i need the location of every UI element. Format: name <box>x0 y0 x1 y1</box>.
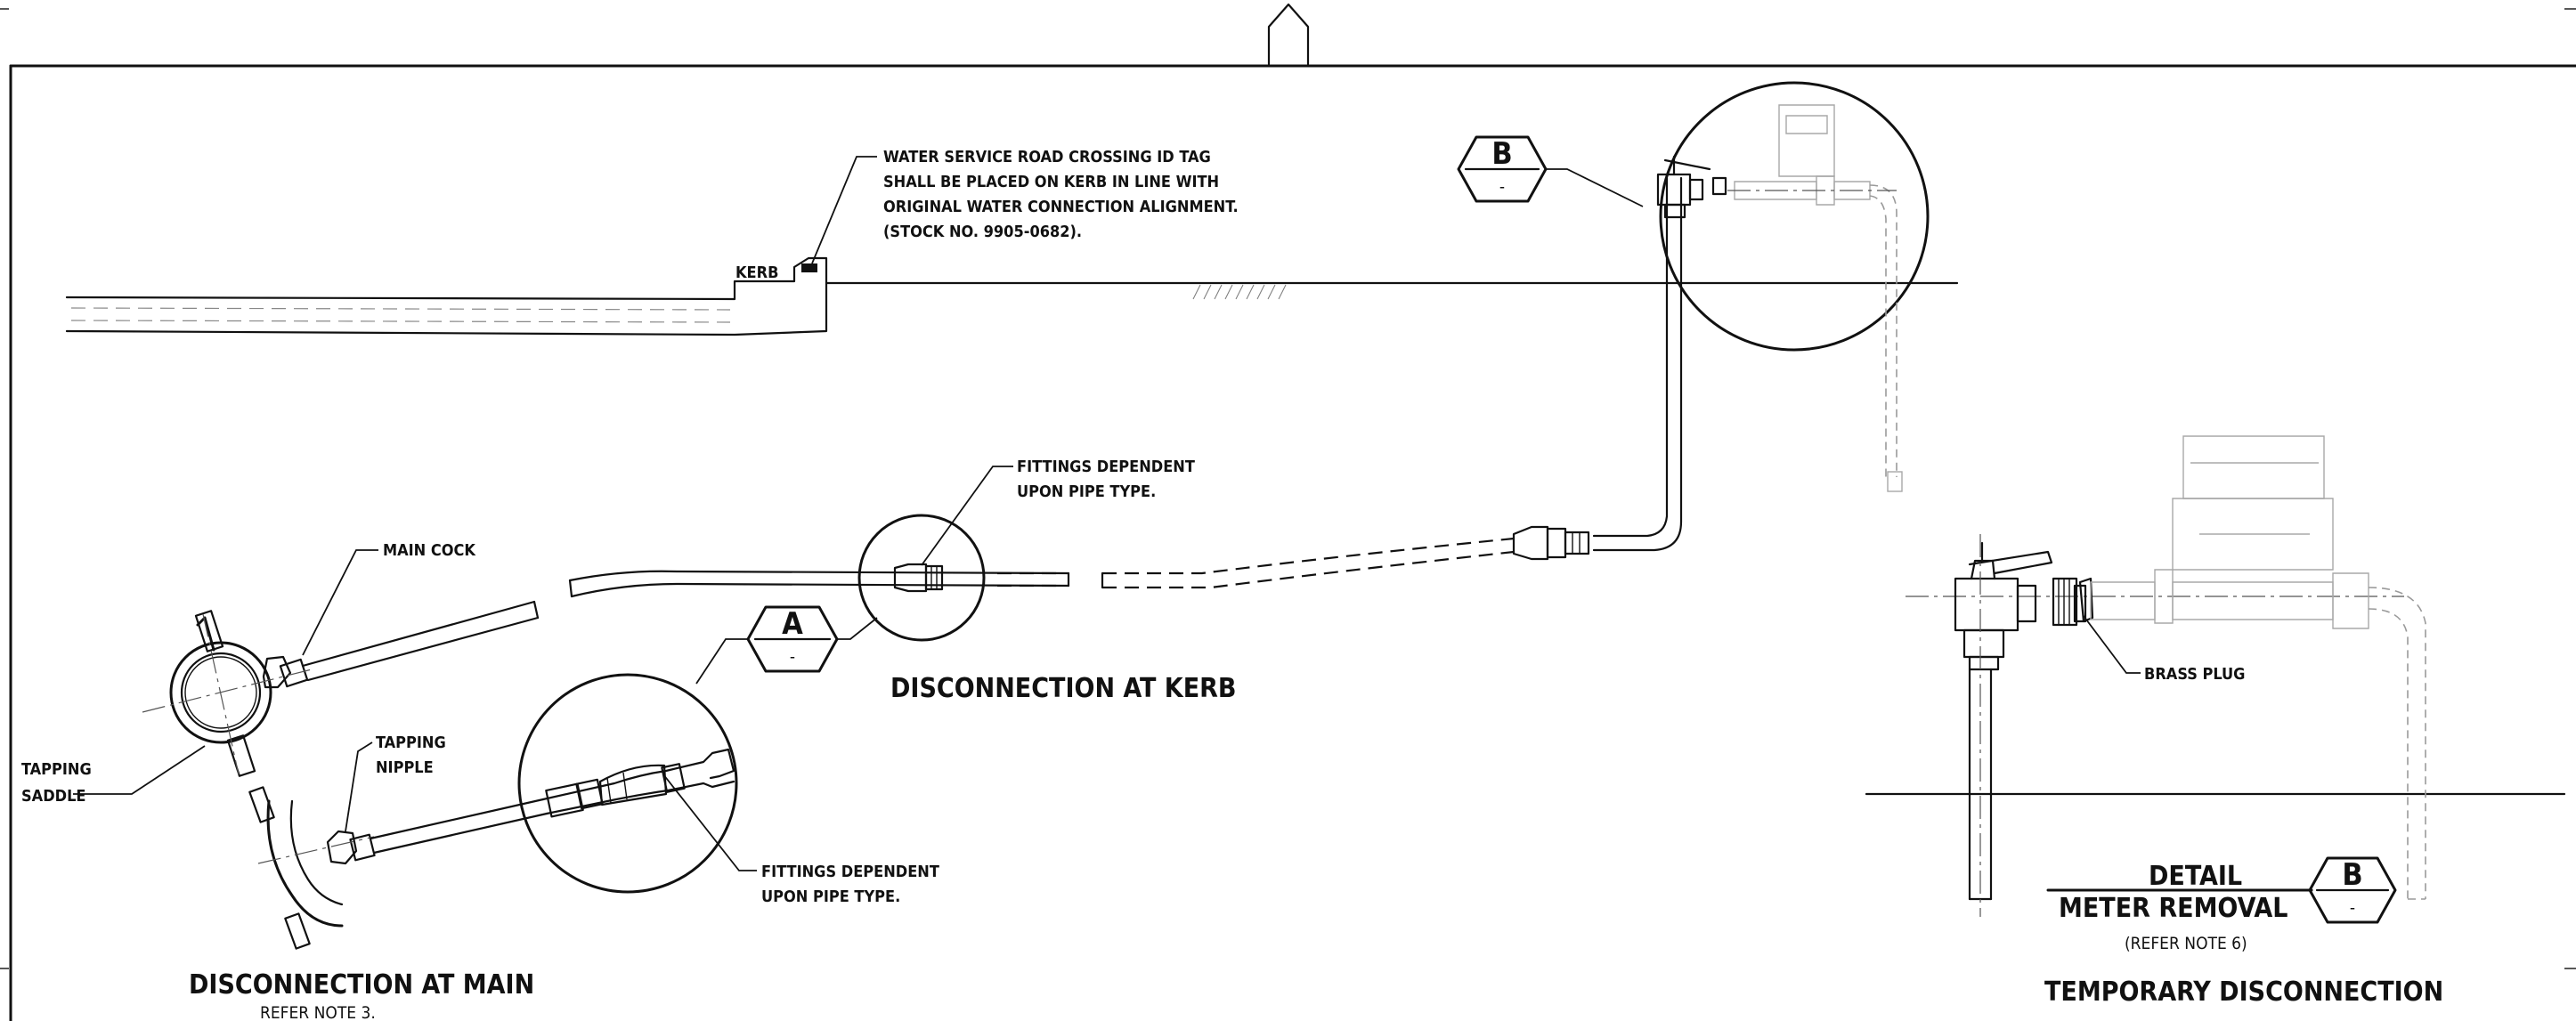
title-disconnection-main: DISCONNECTION AT MAIN <box>189 969 534 1001</box>
svg-text:FITTINGS DEPENDENT: FITTINGS DEPENDENT <box>1017 458 1195 476</box>
tapping-saddle-label: TAPPING SADDLE <box>21 760 92 806</box>
brass-plug-label: BRASS PLUG <box>2144 665 2245 684</box>
main-saddle-top <box>142 610 313 777</box>
detail-a-ref: - <box>790 647 795 667</box>
meter-removal-detail <box>1865 435 2566 917</box>
kerb-fitting-detail <box>857 514 986 642</box>
detail-b-top-letter: B <box>1491 136 1512 172</box>
title-meter-removal: METER REMOVAL <box>2059 893 2288 924</box>
tapping-nipple-label: TAPPING NIPPLE <box>376 733 446 777</box>
title-detail-word: DETAIL <box>2149 861 2242 892</box>
svg-text:(STOCK NO. 9905-0682).: (STOCK NO. 9905-0682). <box>883 223 1082 241</box>
svg-text:SHALL BE PLACED ON KERB IN LIN: SHALL BE PLACED ON KERB IN LINE WITH <box>883 173 1219 191</box>
main-saddle-bottom <box>248 786 376 950</box>
fittings-bottom-leader <box>662 774 757 871</box>
svg-text:ORIGINAL WATER CONNECTION ALIG: ORIGINAL WATER CONNECTION ALIGNMENT. <box>883 198 1239 216</box>
kerb-label: KERB <box>735 263 778 282</box>
service-pipe-kerb <box>568 176 1683 598</box>
main-refer-note: REFER NOTE 3. <box>260 1003 376 1021</box>
title-disconnection-kerb: DISCONNECTION AT KERB <box>890 673 1237 704</box>
svg-text:TAPPING: TAPPING <box>376 733 446 752</box>
main-cock-label: MAIN COCK <box>383 541 476 560</box>
detail-a-letter: A <box>782 606 803 642</box>
kerb-tag-leader <box>811 156 877 264</box>
detail-a-marker: A - <box>695 605 878 685</box>
pipe-union-fitting <box>1512 525 1590 561</box>
tapping-saddle-leader <box>73 745 206 795</box>
fittings-top-leader <box>921 466 1013 566</box>
tapping-nipple-leader <box>345 741 373 832</box>
main-cock-leader <box>302 549 378 656</box>
brass-plug-leader <box>2083 615 2141 674</box>
nipple-pipe <box>369 798 549 855</box>
north-arrow-marker <box>1267 3 1310 66</box>
svg-text:UPON PIPE TYPE.: UPON PIPE TYPE. <box>761 887 900 906</box>
fittings-bottom-note: FITTINGS DEPENDENT UPON PIPE TYPE. <box>761 863 939 906</box>
detail-b-title-ref: - <box>2350 898 2355 918</box>
detail-b-top-circle <box>1656 81 1930 492</box>
kerb-id-tag <box>801 263 817 272</box>
fittings-top-note: FITTINGS DEPENDENT UPON PIPE TYPE. <box>1017 458 1195 501</box>
sheet-frame <box>0 8 2576 1021</box>
main-fitting-detail <box>517 673 738 894</box>
svg-text:FITTINGS DEPENDENT: FITTINGS DEPENDENT <box>761 863 939 881</box>
meter-refer-note: (REFER NOTE 6) <box>2125 934 2247 953</box>
detail-b-top-marker: B - <box>1457 135 1644 207</box>
road-kerb-section <box>65 256 1959 336</box>
main-cock-pipe <box>301 600 540 682</box>
svg-text:WATER SERVICE ROAD CROSSING ID: WATER SERVICE ROAD CROSSING ID TAG <box>883 148 1211 166</box>
detail-b-title-letter: B <box>2342 857 2362 893</box>
svg-text:UPON PIPE TYPE.: UPON PIPE TYPE. <box>1017 482 1156 501</box>
detail-b-top-ref: - <box>1499 177 1505 197</box>
svg-text:SADDLE: SADDLE <box>21 787 85 806</box>
svg-text:TAPPING: TAPPING <box>21 760 92 779</box>
detail-b-title-block: B - <box>2046 856 2397 924</box>
kerb-tag-note: WATER SERVICE ROAD CROSSING ID TAG SHALL… <box>883 148 1239 241</box>
title-temporary-disconnection: TEMPORARY DISCONNECTION <box>2044 976 2443 1008</box>
svg-text:NIPPLE: NIPPLE <box>376 758 434 777</box>
